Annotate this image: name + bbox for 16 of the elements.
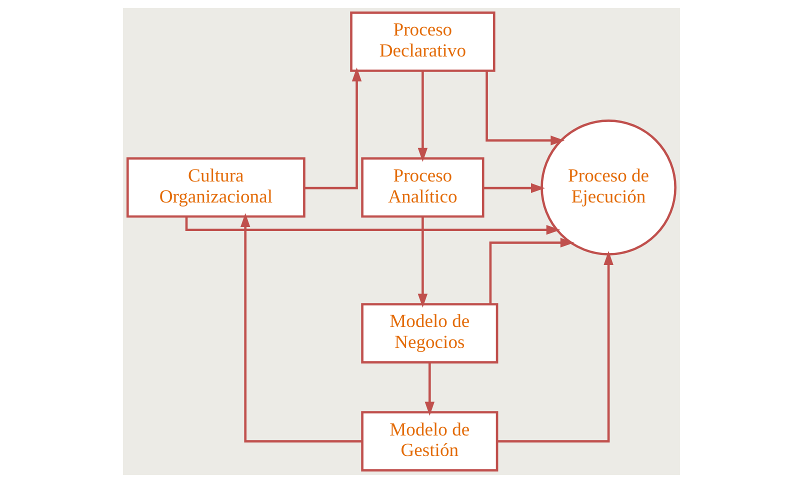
arrow bbox=[497, 250, 614, 442]
arrow bbox=[424, 362, 435, 416]
arrow bbox=[185, 216, 560, 235]
node-box: Modelo de Negocios bbox=[361, 303, 498, 364]
arrow bbox=[489, 238, 574, 304]
node-box: Cultura Organizacional bbox=[126, 157, 306, 218]
arrow bbox=[418, 70, 428, 162]
arrow bbox=[240, 213, 362, 442]
node-box: Proceso Analítico bbox=[361, 157, 484, 218]
arrow bbox=[304, 67, 362, 190]
node-box: Proceso Declarativo bbox=[350, 12, 496, 72]
arrow bbox=[484, 183, 545, 193]
node-box: Modelo de Gestión bbox=[361, 411, 498, 472]
node-circle: Proceso de Ejecución bbox=[540, 120, 677, 256]
arrow bbox=[418, 216, 428, 308]
arrow bbox=[486, 70, 565, 146]
